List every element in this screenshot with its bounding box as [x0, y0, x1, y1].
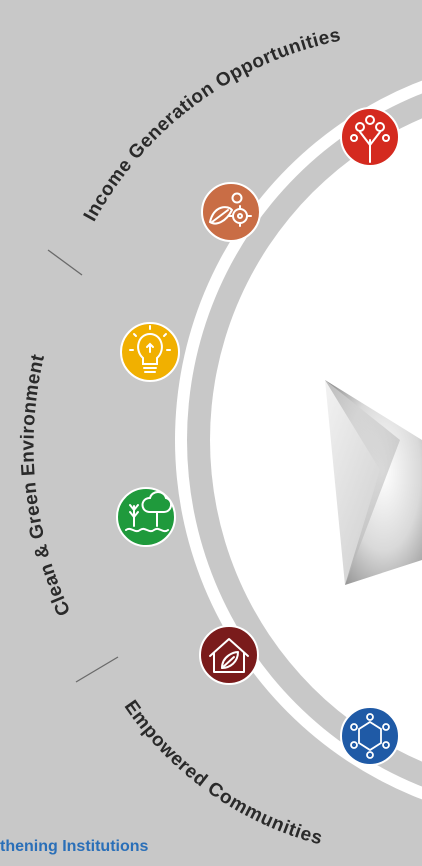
- tree-people-icon: [340, 107, 400, 167]
- inner-disk: [210, 118, 422, 762]
- tree-wheat-water-icon: [116, 487, 176, 547]
- separator-line-top: [47, 249, 83, 276]
- lightbulb-icon: [120, 322, 180, 382]
- leaf-gears-icon: [201, 182, 261, 242]
- strengthening-institutions-label: thening Institutions: [0, 838, 149, 855]
- people-circle-icon: [340, 706, 400, 766]
- house-leaf-icon: [199, 625, 259, 685]
- star-graphic: [325, 380, 422, 585]
- separator-line-bottom: [75, 656, 119, 683]
